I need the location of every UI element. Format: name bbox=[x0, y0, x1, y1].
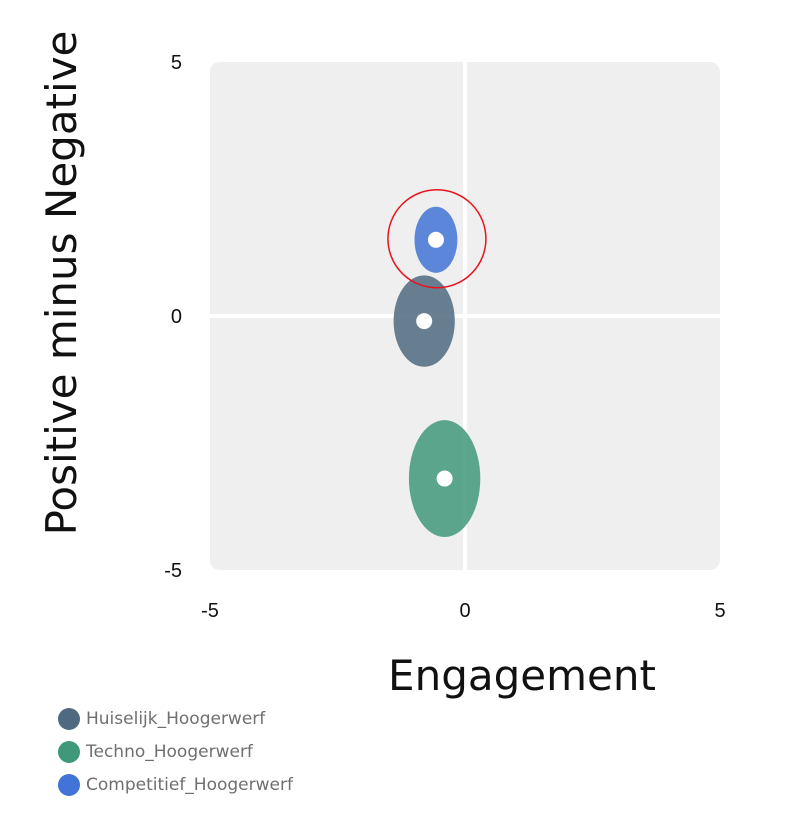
x-axis-label: Engagement bbox=[388, 651, 656, 700]
legend: Huiselijk_Hoogerwerf Techno_Hoogerwerf C… bbox=[58, 702, 293, 801]
point-Huiselijk_Hoogerwerf bbox=[416, 313, 433, 330]
y-tick-label: 5 bbox=[171, 52, 182, 74]
legend-item-techno[interactable]: Techno_Hoogerwerf bbox=[58, 735, 293, 768]
y-tick-label: -5 bbox=[164, 560, 182, 582]
point-Techno_Hoogerwerf bbox=[436, 470, 453, 487]
legend-swatch bbox=[58, 740, 80, 763]
legend-label: Huiselijk_Hoogerwerf bbox=[86, 708, 266, 729]
x-tick-label: 5 bbox=[714, 600, 725, 622]
x-tick-label: -5 bbox=[201, 600, 219, 622]
y-tick-label: 0 bbox=[171, 306, 182, 328]
x-tick-label: 0 bbox=[459, 600, 470, 622]
highlight-circle bbox=[387, 189, 487, 289]
legend-swatch bbox=[58, 773, 80, 796]
legend-label: Competitief_Hoogerwerf bbox=[86, 774, 293, 795]
legend-item-competitief[interactable]: Competitief_Hoogerwerf bbox=[58, 768, 293, 801]
y-axis-label: Positive minus Negative bbox=[37, 31, 86, 536]
legend-label: Techno_Hoogerwerf bbox=[86, 741, 253, 762]
point-Competitief_Hoogerwerf bbox=[427, 231, 444, 248]
legend-swatch bbox=[58, 707, 80, 730]
legend-item-huiselijk[interactable]: Huiselijk_Hoogerwerf bbox=[58, 702, 293, 735]
